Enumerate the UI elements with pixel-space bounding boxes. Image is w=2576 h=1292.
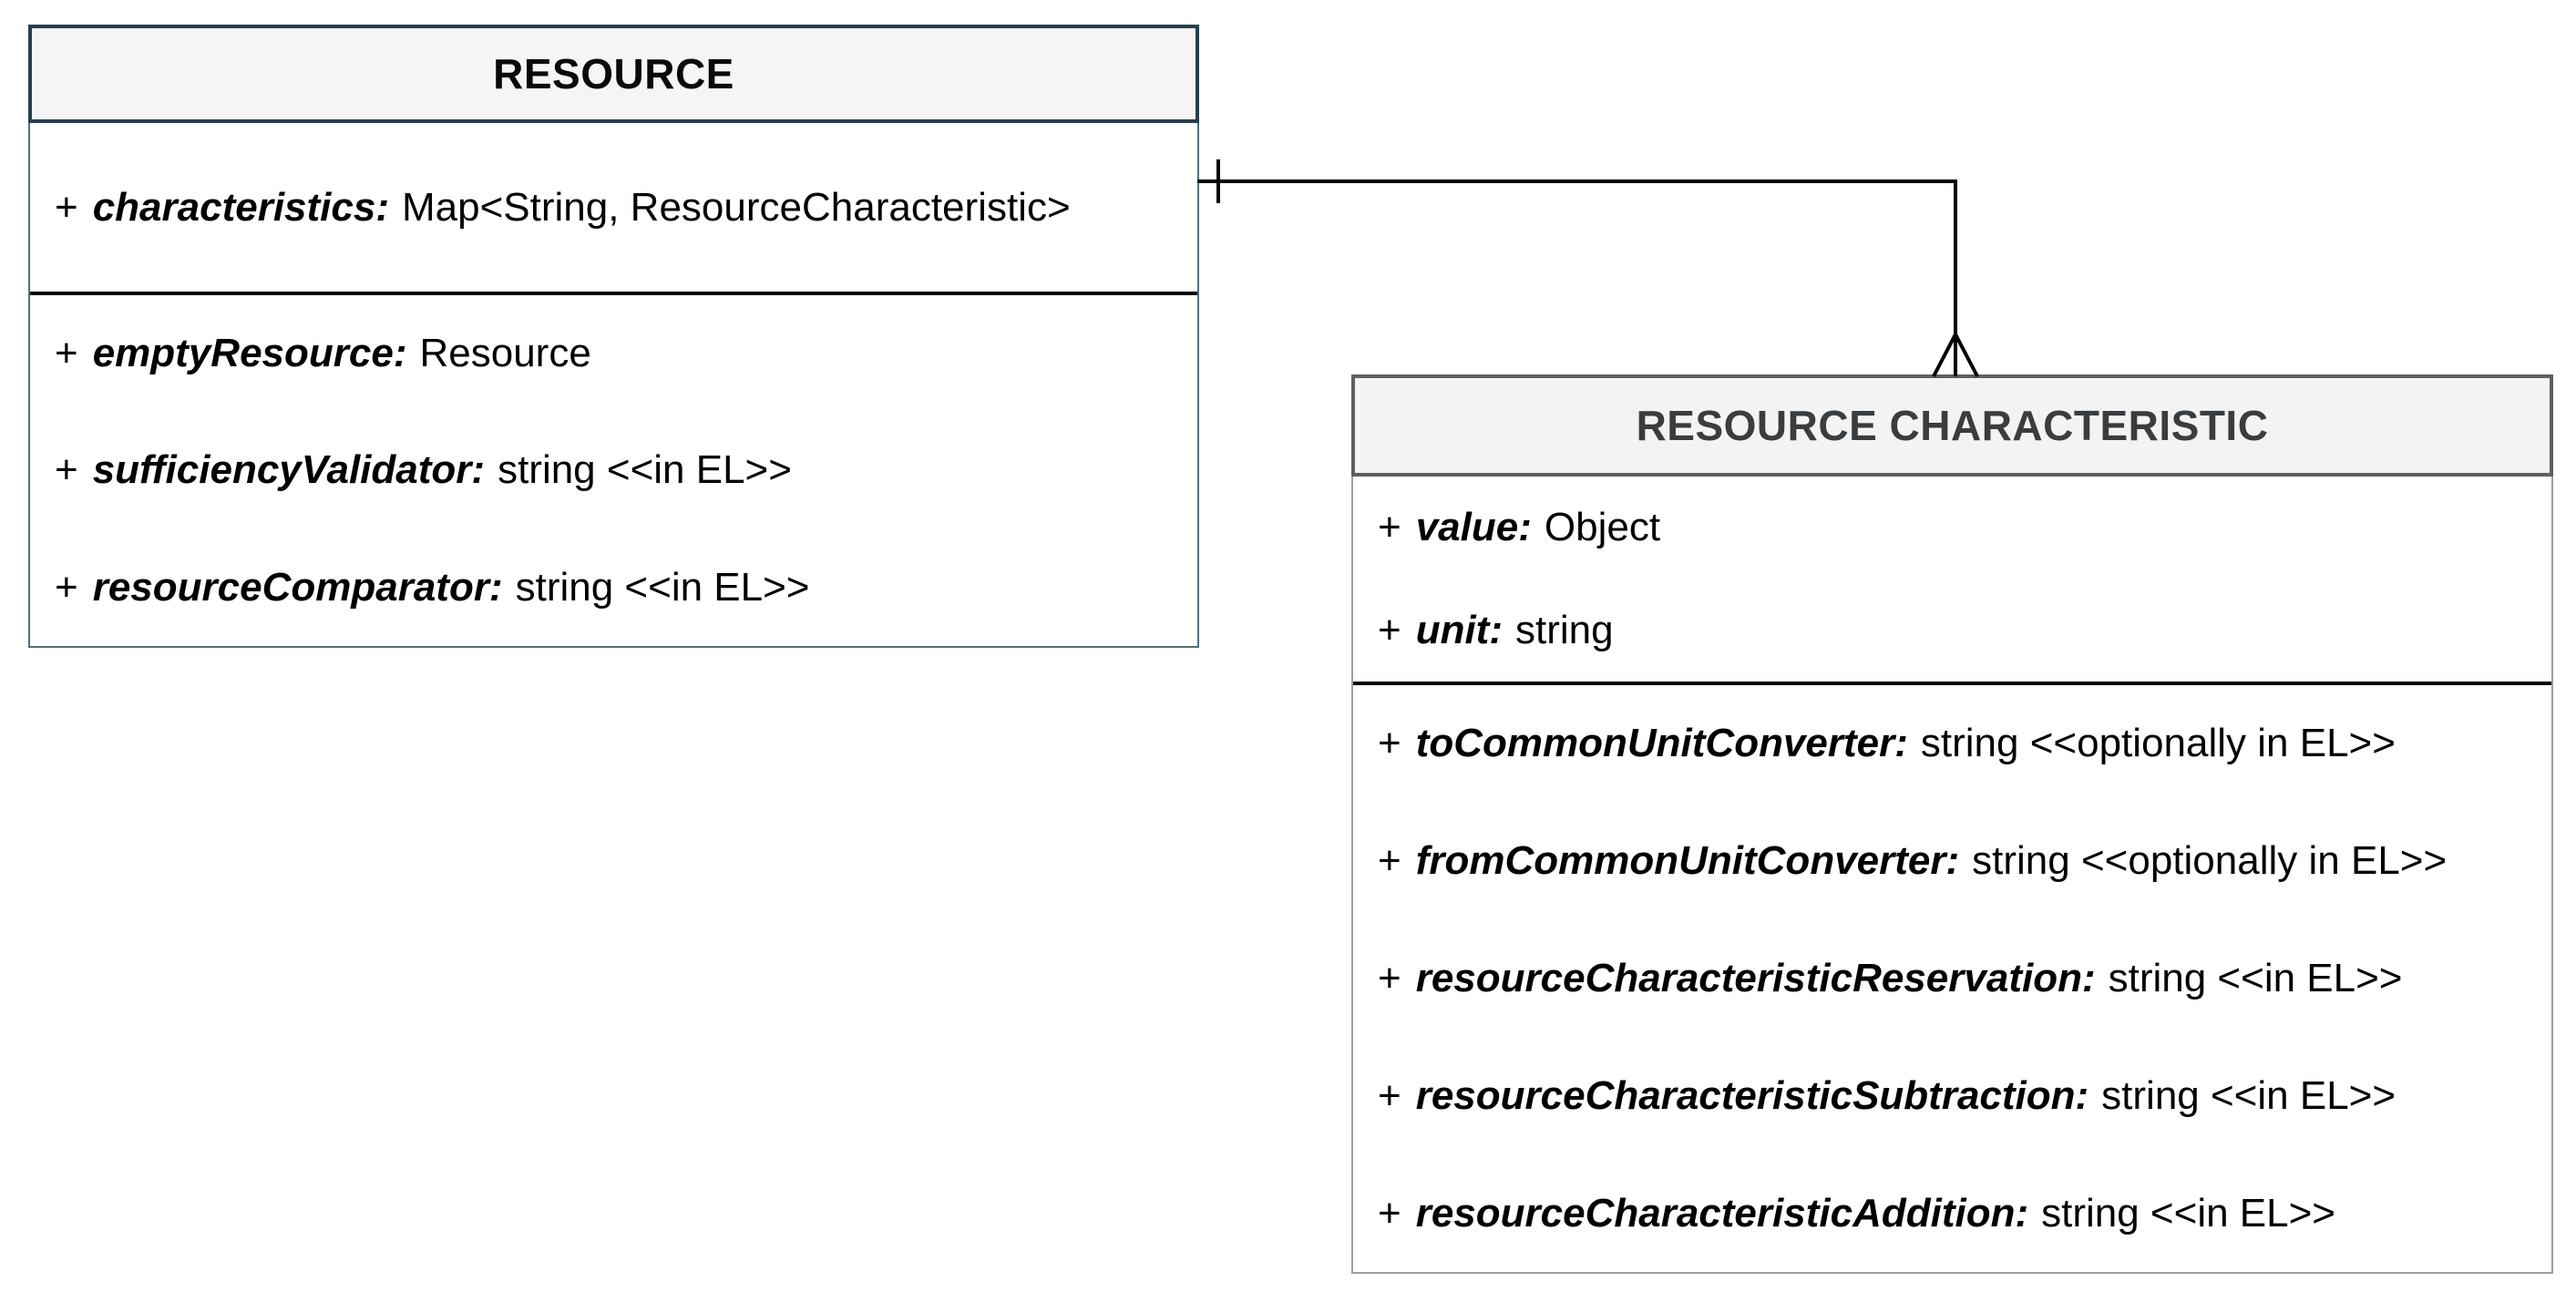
operations-section: + toCommonUnitConverter: string <<option…: [1353, 685, 2551, 1272]
visibility-plus: +: [55, 331, 78, 376]
attribute-type: string <<in EL>>: [2101, 1072, 2396, 1118]
class-header-resource: RESOURCE: [28, 25, 1199, 123]
attribute-row-toCommonUnitConverter: + toCommonUnitConverter: string <<option…: [1353, 685, 2551, 803]
attribute-type: string <<optionally in EL>>: [1920, 721, 2396, 766]
visibility-plus: +: [1378, 505, 1401, 550]
attribute-type: Resource: [419, 331, 591, 376]
attribute-type: string <<in EL>>: [498, 447, 792, 493]
visibility-plus: +: [1378, 838, 1401, 884]
class-title-resource-characteristic: RESOURCE CHARACTERISTIC: [1636, 402, 2269, 449]
attribute-name: resourceCharacteristicAddition:: [1415, 1190, 2029, 1236]
attribute-name: emptyResource:: [92, 331, 407, 376]
attribute-name: fromCommonUnitConverter:: [1415, 838, 1960, 884]
attributes-section: + characteristics: Map<String, ResourceC…: [30, 123, 1197, 292]
attribute-type: Map<String, ResourceCharacteristic>: [402, 184, 1071, 230]
attribute-row-sufficiencyValidator: + sufficiencyValidator: string <<in EL>>: [30, 412, 1197, 528]
attribute-type: string <<in EL>>: [515, 564, 810, 610]
attribute-row-fromCommonUnitConverter: + fromCommonUnitConverter: string <<opti…: [1353, 803, 2551, 920]
attribute-name: characteristics:: [92, 184, 389, 230]
attribute-type: string: [1515, 607, 1614, 652]
attribute-row-resourceCharacteristicReservation: + resourceCharacteristicReservation: str…: [1353, 920, 2551, 1038]
visibility-plus: +: [55, 184, 78, 230]
class-box-resource-characteristic: RESOURCE CHARACTERISTIC + value: Object …: [1351, 374, 2553, 1274]
attribute-row-value: + value: Object: [1353, 477, 2551, 579]
class-body-resource-characteristic: + value: Object + unit: string + toCommo…: [1351, 477, 2553, 1274]
visibility-plus: +: [55, 447, 78, 493]
attribute-name: resourceCharacteristicSubtraction:: [1415, 1072, 2089, 1118]
visibility-plus: +: [1378, 607, 1401, 652]
attribute-row-characteristics: + characteristics: Map<String, ResourceC…: [30, 123, 1197, 292]
visibility-plus: +: [1378, 1190, 1401, 1236]
attribute-type: string <<in EL>>: [2108, 955, 2403, 1000]
attribute-type: string <<optionally in EL>>: [1972, 838, 2448, 884]
class-box-resource: RESOURCE + characteristics: Map<String, …: [28, 25, 1199, 648]
attribute-row-resourceCharacteristicSubtraction: + resourceCharacteristicSubtraction: str…: [1353, 1037, 2551, 1154]
operations-section: + emptyResource: Resource + sufficiencyV…: [30, 295, 1197, 646]
visibility-plus: +: [55, 564, 78, 610]
visibility-plus: +: [1378, 1072, 1401, 1118]
attribute-name: sufficiencyValidator:: [92, 447, 486, 493]
attribute-type: Object: [1544, 505, 1661, 550]
crow-foot-many-marker: [1932, 330, 1979, 377]
attribute-name: unit:: [1415, 607, 1503, 652]
attribute-row-resourceCharacteristicAddition: + resourceCharacteristicAddition: string…: [1353, 1154, 2551, 1272]
attribute-name: resourceComparator:: [92, 564, 503, 610]
attribute-type: string <<in EL>>: [2041, 1190, 2335, 1236]
attribute-row-emptyResource: + emptyResource: Resource: [30, 295, 1197, 412]
attribute-row-resourceComparator: + resourceComparator: string <<in EL>>: [30, 529, 1197, 646]
attribute-row-unit: + unit: string: [1353, 579, 2551, 682]
attribute-name: value:: [1415, 505, 1532, 550]
attribute-name: toCommonUnitConverter:: [1415, 721, 1908, 766]
section-divider: [1353, 682, 2551, 685]
attributes-section: + value: Object + unit: string: [1353, 477, 2551, 682]
attribute-name: resourceCharacteristicReservation:: [1415, 955, 2096, 1000]
class-title-resource: RESOURCE: [493, 50, 734, 97]
visibility-plus: +: [1378, 721, 1401, 766]
class-header-resource-characteristic: RESOURCE CHARACTERISTIC: [1351, 374, 2553, 477]
visibility-plus: +: [1378, 955, 1401, 1000]
section-divider: [30, 292, 1197, 295]
class-body-resource: + characteristics: Map<String, ResourceC…: [28, 123, 1199, 648]
